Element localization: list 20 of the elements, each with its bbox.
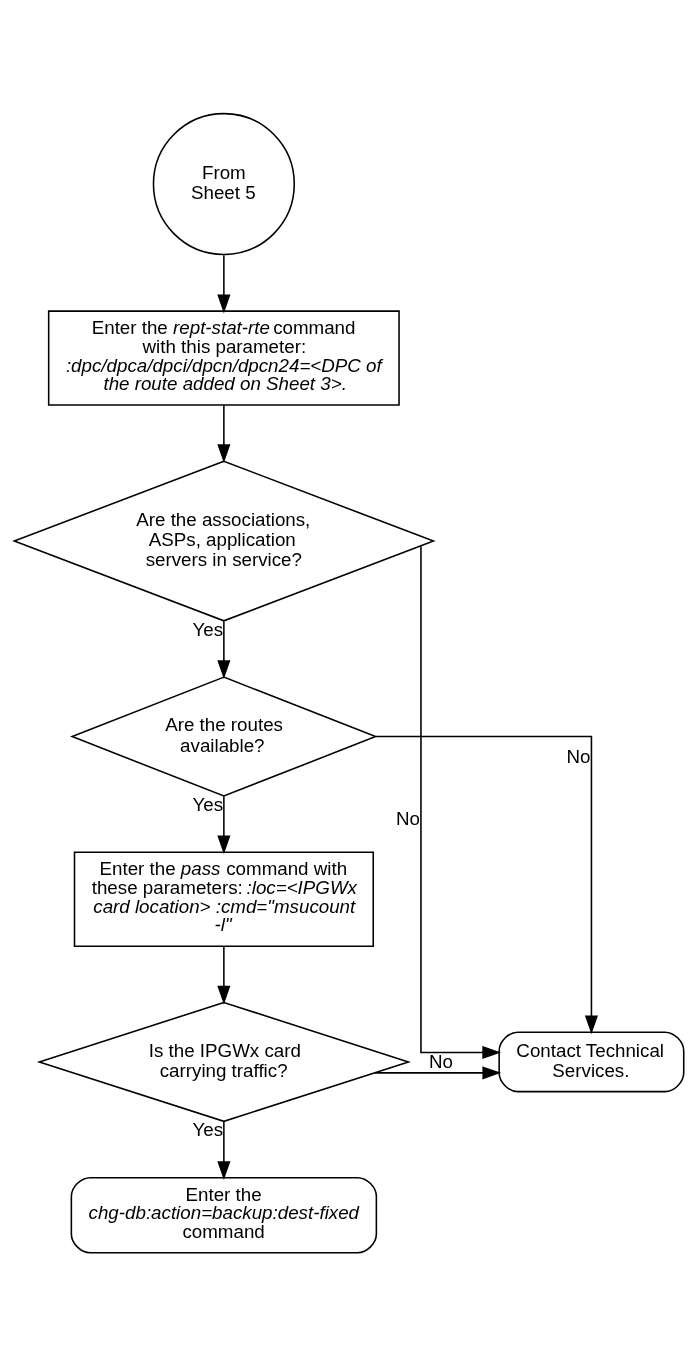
arrow xyxy=(217,404,231,464)
node-diamond: Are the routes available? xyxy=(70,676,378,797)
edge-label: No xyxy=(395,808,420,830)
node-diamond: Is the IPGWx card carrying traffic? xyxy=(36,1001,411,1123)
node-circle: From Sheet 5 xyxy=(152,112,296,256)
node-box: Enter the rept-stat-rte command with this parameter: :dpc/dpca/dpci/dpcn/dpcn24=<DPC of the route added on Sheet 3>. xyxy=(47,310,400,406)
edge-label: No xyxy=(429,1050,454,1072)
arrow xyxy=(375,735,598,1035)
arrow xyxy=(217,254,231,314)
arrow xyxy=(217,620,231,680)
arrow xyxy=(217,1120,231,1180)
node-box: Enter the chg-db:action=backup:dest-fixed command xyxy=(70,1176,378,1254)
node-box: Enter the pass command with these parameters: :loc=<IPGWx card location> :cmd="msucount -l" xyxy=(73,851,374,947)
arrow xyxy=(420,545,502,1060)
arrow xyxy=(217,945,231,1005)
node-diamond: Are the associations, ASPs, application servers in service? xyxy=(12,460,436,622)
node-box: Contact Technical Services. xyxy=(498,1031,685,1093)
arrow xyxy=(374,1066,502,1080)
arrow xyxy=(217,795,231,855)
edge-label: No xyxy=(566,746,591,768)
